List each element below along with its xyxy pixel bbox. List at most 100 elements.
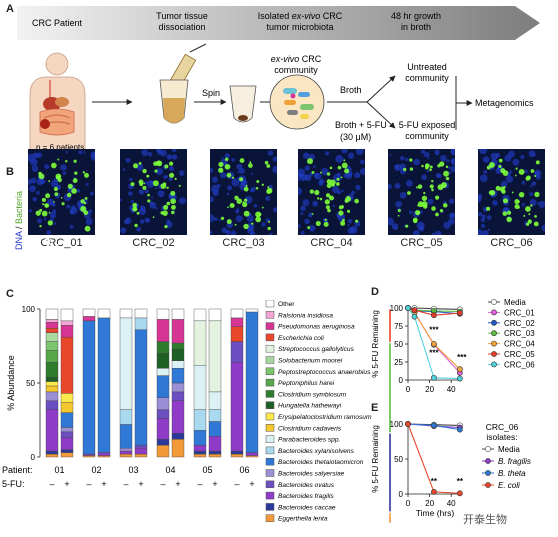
legend-label: Bacteroides fragilis bbox=[278, 493, 334, 500]
bar-segment bbox=[208, 436, 222, 452]
bar-segment bbox=[45, 453, 59, 458]
legend-label: CRC_01 bbox=[504, 308, 535, 317]
legend-swatch bbox=[265, 446, 275, 455]
bar-segment bbox=[119, 424, 133, 449]
bar-segment bbox=[134, 453, 148, 458]
treat-minus: – bbox=[123, 479, 128, 489]
bar-segment bbox=[45, 308, 59, 320]
bar-segment bbox=[45, 450, 59, 455]
bar-segment bbox=[60, 393, 74, 403]
treat-minus: – bbox=[160, 479, 165, 489]
y-tick-label: 100 bbox=[390, 420, 404, 429]
bar-segment bbox=[156, 319, 170, 342]
bar-segment bbox=[134, 329, 148, 446]
patient-id: 05 bbox=[202, 465, 212, 475]
bar-segment bbox=[245, 308, 259, 313]
data-point bbox=[431, 312, 437, 319]
bar-segment bbox=[97, 455, 111, 458]
microscopy-tile: CRC_03 bbox=[206, 149, 281, 249]
panel-letter-a: A bbox=[6, 3, 14, 15]
panel-b-ylabel: DNA / Bacteria bbox=[14, 191, 24, 250]
data-point bbox=[431, 489, 437, 495]
scale-bar bbox=[44, 249, 70, 251]
panel-letter-b: B bbox=[6, 166, 14, 178]
bar-segment bbox=[97, 308, 111, 319]
sig-annotation: *** bbox=[429, 349, 439, 358]
bar-segment bbox=[119, 317, 133, 410]
bar-segment bbox=[208, 453, 222, 458]
bar-segment bbox=[119, 450, 133, 455]
legend-label: Media bbox=[504, 298, 526, 307]
legend-label: Bacteroides ovatus bbox=[278, 482, 335, 489]
legend-swatch bbox=[265, 491, 275, 500]
series-line bbox=[407, 307, 460, 316]
microscopy-label: CRC_03 bbox=[222, 237, 265, 249]
panel-letter-c: C bbox=[6, 288, 14, 300]
data-point bbox=[411, 307, 418, 314]
treat-minus: – bbox=[86, 479, 91, 489]
y-tick-label: 50 bbox=[394, 340, 403, 349]
bar-segment bbox=[134, 317, 148, 330]
legend-label: Clostridium cadaveris bbox=[278, 425, 342, 432]
broth-label: Broth bbox=[340, 85, 362, 95]
syringe-tube-icon bbox=[159, 43, 207, 124]
bar-segment bbox=[156, 367, 170, 376]
legend-label: Peptoniphilus harei bbox=[278, 380, 335, 387]
bar-segment bbox=[208, 320, 222, 393]
bar-segment bbox=[208, 391, 222, 410]
series-line bbox=[408, 307, 460, 310]
bar-segment bbox=[193, 365, 207, 410]
data-point bbox=[456, 366, 463, 373]
bar-segment bbox=[245, 452, 259, 456]
bar-segment bbox=[60, 320, 74, 326]
bar-segment bbox=[60, 452, 74, 458]
legend-marker bbox=[491, 309, 497, 316]
timeline-arrow bbox=[17, 6, 540, 40]
legend-title-2: isolates: bbox=[486, 432, 517, 442]
microscopy-tile: CRC_02 bbox=[118, 147, 187, 249]
treat-plus: + bbox=[212, 479, 217, 489]
legend-label: Parabacteroides spp. bbox=[278, 437, 340, 444]
bar-segment bbox=[171, 319, 185, 344]
y-tick-label: 75 bbox=[394, 322, 403, 331]
x-tick-label: 0 bbox=[406, 385, 411, 394]
legend-swatch bbox=[265, 367, 275, 376]
bar-segment bbox=[134, 447, 148, 455]
legend-label: Pseudomonas aeruginosa bbox=[278, 324, 355, 331]
legend-marker bbox=[491, 351, 497, 357]
legend-label: Escherichia coli bbox=[278, 335, 324, 342]
bar-segment bbox=[193, 453, 207, 458]
bar-segment bbox=[156, 308, 170, 320]
microscopy-tile: CRC_05 bbox=[386, 148, 458, 249]
bar-segment bbox=[60, 308, 74, 322]
bar-segment bbox=[45, 328, 59, 333]
y-axis-label: % Abundance bbox=[6, 355, 16, 411]
legend-swatch bbox=[265, 333, 275, 342]
bar-segment bbox=[245, 311, 259, 453]
microscopy-label: CRC_02 bbox=[132, 237, 175, 249]
data-point bbox=[405, 305, 411, 311]
x-tick-label: 0 bbox=[406, 499, 411, 508]
bar-segment bbox=[45, 350, 59, 363]
series-line bbox=[407, 307, 461, 370]
legend-swatch bbox=[265, 390, 275, 398]
legend-marker bbox=[491, 340, 497, 347]
bar-segment bbox=[45, 385, 59, 393]
legend-label: CRC_05 bbox=[504, 350, 535, 359]
patient-label: Patient: bbox=[2, 465, 33, 475]
legend-label: Ralstonia insidiosa bbox=[278, 312, 333, 319]
n-patients-label: n = 6 patients bbox=[36, 143, 84, 152]
y-tick-label: 50 bbox=[26, 379, 35, 388]
legend-label: Erysipelatoclostridium ramosum bbox=[278, 414, 372, 421]
y-axis-label: % 5-FU Remaining bbox=[371, 425, 380, 493]
bar-segment bbox=[82, 453, 96, 456]
bar-segment bbox=[119, 308, 133, 319]
watermark: 开泰生物 bbox=[463, 513, 507, 526]
bar-segment bbox=[208, 409, 222, 422]
treat-minus: – bbox=[197, 479, 202, 489]
patient-id: 03 bbox=[128, 465, 138, 475]
